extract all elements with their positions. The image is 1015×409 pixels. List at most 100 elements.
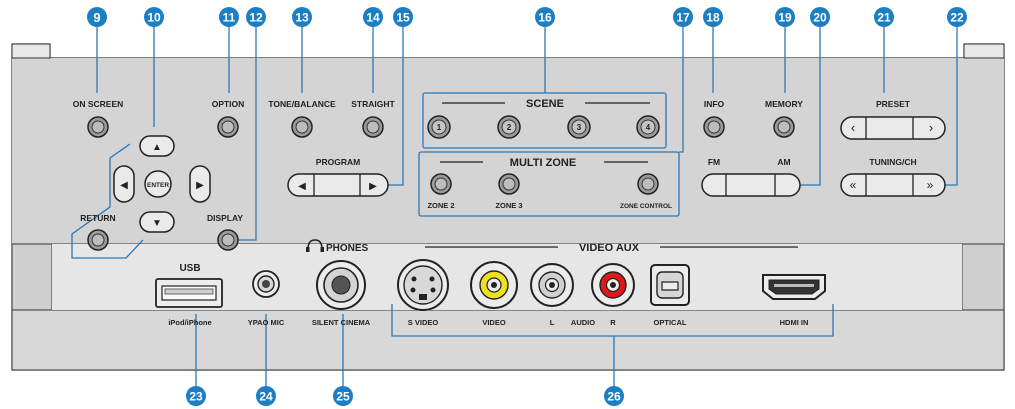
scene-button-4[interactable]: 4	[636, 115, 660, 139]
hdmi-in-label: HDMI IN	[780, 318, 809, 327]
straight-button[interactable]	[362, 116, 384, 138]
svg-text:◀: ◀	[120, 180, 128, 191]
am-button[interactable]	[751, 174, 800, 196]
callout-22: 22	[947, 7, 967, 27]
svg-text:11: 11	[223, 11, 236, 25]
callout-18: 18	[703, 7, 723, 27]
svg-text:23: 23	[189, 390, 203, 404]
audio-l-jack[interactable]	[530, 263, 574, 307]
tuning-up-button[interactable]: »	[927, 178, 934, 192]
multizone-group-box	[418, 151, 680, 217]
audio-r-jack[interactable]	[591, 263, 635, 307]
cursor-pad: ▲ ▼ ◀ ▶ ENTER	[113, 135, 211, 233]
svg-text:17: 17	[676, 11, 690, 25]
cursor-down-button[interactable]: ▼	[139, 211, 175, 233]
callout-9: 9	[87, 7, 107, 27]
s-video-label: S VIDEO	[408, 318, 439, 327]
svg-text:1: 1	[437, 123, 442, 132]
callout-19: 19	[775, 7, 795, 27]
callout-13: 13	[292, 7, 312, 27]
scene-button-3[interactable]: 3	[567, 115, 591, 139]
display-label: DISPLAY	[207, 213, 243, 223]
video-label: VIDEO	[482, 318, 506, 327]
svg-text:▶: ▶	[369, 181, 377, 192]
program-rocker: ◀ ▶	[287, 173, 389, 197]
svg-text:‹: ‹	[851, 120, 855, 135]
svg-text:13: 13	[295, 11, 309, 25]
svg-text:12: 12	[249, 11, 263, 25]
callout-25: 25	[333, 386, 353, 406]
ypao-mic-jack[interactable]	[252, 270, 280, 298]
svg-text:›: ›	[929, 120, 933, 135]
panel-lower-strip	[11, 309, 1005, 371]
callout-12: 12	[246, 7, 266, 27]
preset-rocker: ‹ ›	[840, 116, 946, 140]
tuning-rocker: « »	[840, 173, 946, 197]
hdmi-port[interactable]	[762, 274, 826, 300]
callout-17: 17	[673, 7, 693, 27]
preset-next-button[interactable]: ›	[929, 120, 933, 135]
svg-text:10: 10	[147, 11, 161, 25]
display-button[interactable]	[217, 229, 239, 251]
svg-text:4: 4	[646, 123, 651, 132]
info-button[interactable]	[703, 116, 725, 138]
cursor-up-button[interactable]: ▲	[139, 135, 175, 157]
callout-21: 21	[874, 7, 894, 27]
preset-prev-button[interactable]: ‹	[851, 120, 855, 135]
program-right-button[interactable]: ▶	[369, 181, 377, 192]
s-video-jack[interactable]	[397, 259, 449, 311]
svg-text:14: 14	[366, 11, 380, 25]
svg-text:19: 19	[778, 11, 792, 25]
callout-11: 11	[219, 7, 239, 27]
memory-button[interactable]	[773, 116, 795, 138]
svg-text:3: 3	[577, 123, 582, 132]
fm-button[interactable]	[702, 174, 751, 196]
usb-port[interactable]	[155, 278, 223, 308]
cursor-right-button[interactable]: ▶	[189, 165, 211, 203]
return-label: RETURN	[80, 213, 115, 223]
optical-label: OPTICAL	[654, 318, 687, 327]
svg-text:»: »	[927, 178, 934, 192]
svg-text:▼: ▼	[152, 218, 162, 229]
panel-upper	[12, 58, 1004, 244]
cursor-left-button[interactable]: ◀	[113, 165, 135, 203]
svg-text:◀: ◀	[298, 181, 306, 192]
program-left-button[interactable]: ◀	[298, 181, 306, 192]
preset-label: PRESET	[876, 99, 911, 109]
straight-label: STRAIGHT	[351, 99, 395, 109]
multi-zone-title: MULTI ZONE	[510, 157, 576, 169]
silent-cinema-label: SILENT CINEMA	[312, 318, 371, 327]
zone2-button[interactable]	[430, 173, 452, 195]
zone3-button[interactable]	[498, 173, 520, 195]
video-jack[interactable]	[470, 261, 518, 309]
on-screen-label: ON SCREEN	[73, 99, 124, 109]
scene-button-2[interactable]: 2	[497, 115, 521, 139]
video-aux-title: VIDEO AUX	[579, 242, 640, 254]
scene-button-1[interactable]: 1	[427, 115, 451, 139]
phones-jack[interactable]	[316, 260, 366, 310]
tone-balance-button[interactable]	[291, 116, 313, 138]
tuning-ch-label: TUNING/CH	[869, 157, 916, 167]
svg-text:16: 16	[538, 11, 552, 25]
tuning-down-button[interactable]: «	[850, 178, 857, 192]
zone-control-button[interactable]	[637, 173, 659, 195]
enter-button[interactable]: ENTER	[144, 170, 172, 198]
svg-text:26: 26	[607, 390, 621, 404]
option-button[interactable]	[217, 116, 239, 138]
ypao-mic-label: YPAO MIC	[248, 318, 285, 327]
option-label: OPTION	[212, 99, 245, 109]
on-screen-button[interactable]	[87, 116, 109, 138]
optical-jack[interactable]	[650, 264, 690, 306]
phones-label: PHONES	[326, 243, 369, 254]
svg-text:22: 22	[950, 11, 964, 25]
audio-label: AUDIO	[571, 318, 595, 327]
band-rocker	[701, 173, 801, 197]
scene-title: SCENE	[526, 98, 564, 110]
memory-label: MEMORY	[765, 99, 803, 109]
svg-text:«: «	[850, 178, 857, 192]
svg-text:9: 9	[93, 10, 100, 25]
callout-10: 10	[144, 7, 164, 27]
callout-24: 24	[256, 386, 276, 406]
return-button[interactable]	[87, 229, 109, 251]
